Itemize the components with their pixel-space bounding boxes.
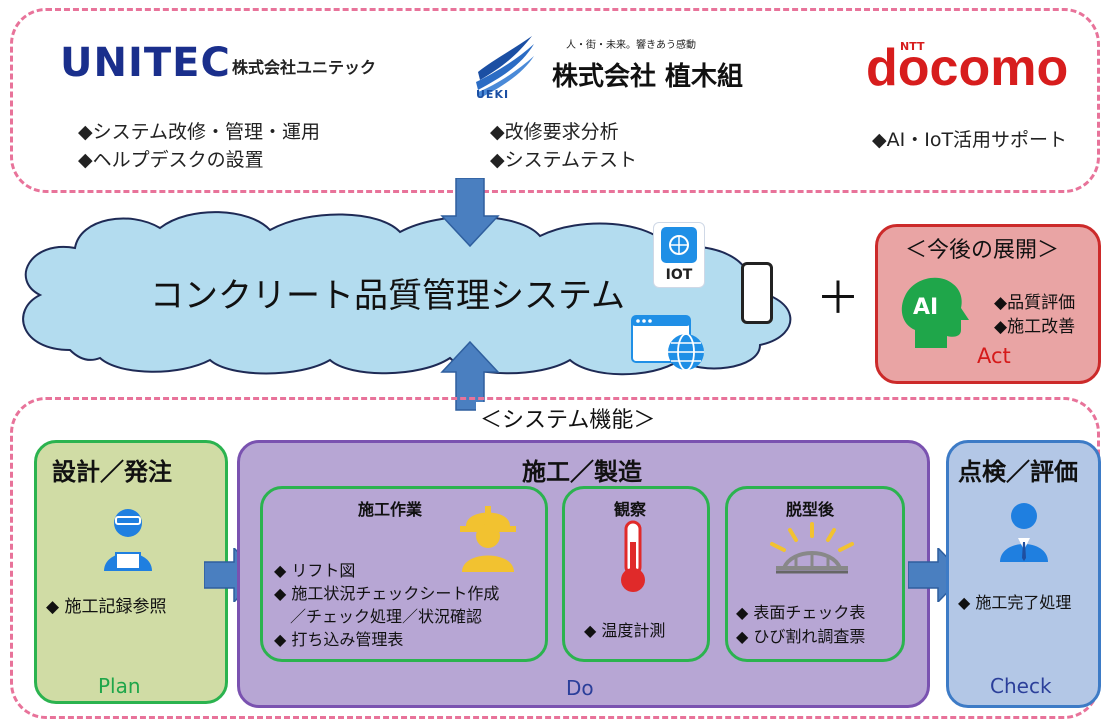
ueki-logo-icon — [476, 36, 534, 98]
future-item-1: ◆品質評価 — [994, 293, 1076, 313]
smartphone-icon — [741, 262, 773, 324]
unitec-role-1: ◆システム改修・管理・運用 — [78, 121, 321, 143]
after-item-1: ◆ 表面チェック表 — [736, 603, 866, 622]
check-title: 点検／評価 — [958, 458, 1078, 486]
check-item-1: ◆ 施工完了処理 — [958, 593, 1072, 612]
functions-title: ＜システム機能＞ — [476, 402, 660, 434]
plan-panel — [34, 440, 228, 704]
work-item-4: ◆ 打ち込み管理表 — [274, 630, 404, 649]
web-browser-icon — [631, 315, 704, 371]
do-title: 施工／製造 — [522, 458, 642, 486]
iot-label: IOT — [665, 267, 693, 283]
plan-item-1: ◆ 施工記録参照 — [46, 597, 167, 617]
ueki-tagline: 人・街・未来。響きあう感動 — [566, 40, 696, 51]
plan-title: 設計／発注 — [52, 458, 172, 486]
check-label: Check — [990, 674, 1052, 698]
ai-head-icon: AI — [901, 277, 969, 348]
system-title: コンクリート品質管理システム — [150, 276, 625, 316]
ueki-logo-mark: UEKI — [476, 88, 510, 101]
ai-label: AI — [913, 295, 938, 320]
ntt-label: NTT — [900, 40, 925, 53]
inspector-icon — [1000, 503, 1048, 562]
unitec-logo: UNITEC — [60, 40, 231, 86]
up-arrow-icon — [440, 340, 500, 411]
iot-icon: IOT — [653, 222, 705, 288]
plan-label: Plan — [98, 674, 141, 698]
ueki-role-2: ◆システムテスト — [490, 149, 638, 171]
after-item-2: ◆ ひび割れ調査票 — [736, 627, 866, 646]
thermometer-icon — [621, 520, 645, 592]
future-item-2: ◆施工改善 — [994, 317, 1076, 337]
partners-panel — [10, 8, 1100, 193]
work-title: 施工作業 — [358, 500, 423, 519]
plus-sign: ＋ — [816, 273, 860, 324]
do-label: Do — [566, 676, 594, 700]
future-title: ＜今後の展開＞ — [905, 238, 1060, 263]
future-panel — [875, 224, 1101, 384]
down-arrow-icon — [440, 178, 500, 248]
docomo-role-1: ◆AI・IoT活用サポート — [872, 129, 1068, 151]
after-title: 脱型後 — [786, 500, 835, 519]
unitec-role-2: ◆ヘルプデスクの設置 — [78, 149, 264, 171]
ueki-role-1: ◆改修要求分析 — [490, 121, 619, 143]
work-item-3: ／チェック処理／状況確認 — [274, 607, 483, 626]
after-subpanel — [725, 486, 905, 662]
work-item-2: ◆ 施工状況チェックシート作成 — [274, 584, 500, 603]
work-subpanel — [260, 486, 548, 662]
work-item-1: ◆ リフト図 — [274, 561, 356, 580]
check-panel — [946, 440, 1101, 708]
bridge-inspection-icon — [770, 522, 854, 574]
observe-item-1: ◆ 温度計測 — [584, 621, 666, 640]
worker-helmet-icon — [460, 506, 516, 572]
observe-subpanel — [562, 486, 710, 662]
designer-icon — [104, 509, 152, 571]
ueki-company-name: 株式会社 植木組 — [552, 62, 744, 92]
observe-title: 観察 — [614, 500, 647, 519]
docomo-logo: docomo — [866, 39, 1069, 97]
act-label: Act — [977, 344, 1011, 368]
unitec-company-name: 株式会社ユニテック — [232, 58, 377, 77]
